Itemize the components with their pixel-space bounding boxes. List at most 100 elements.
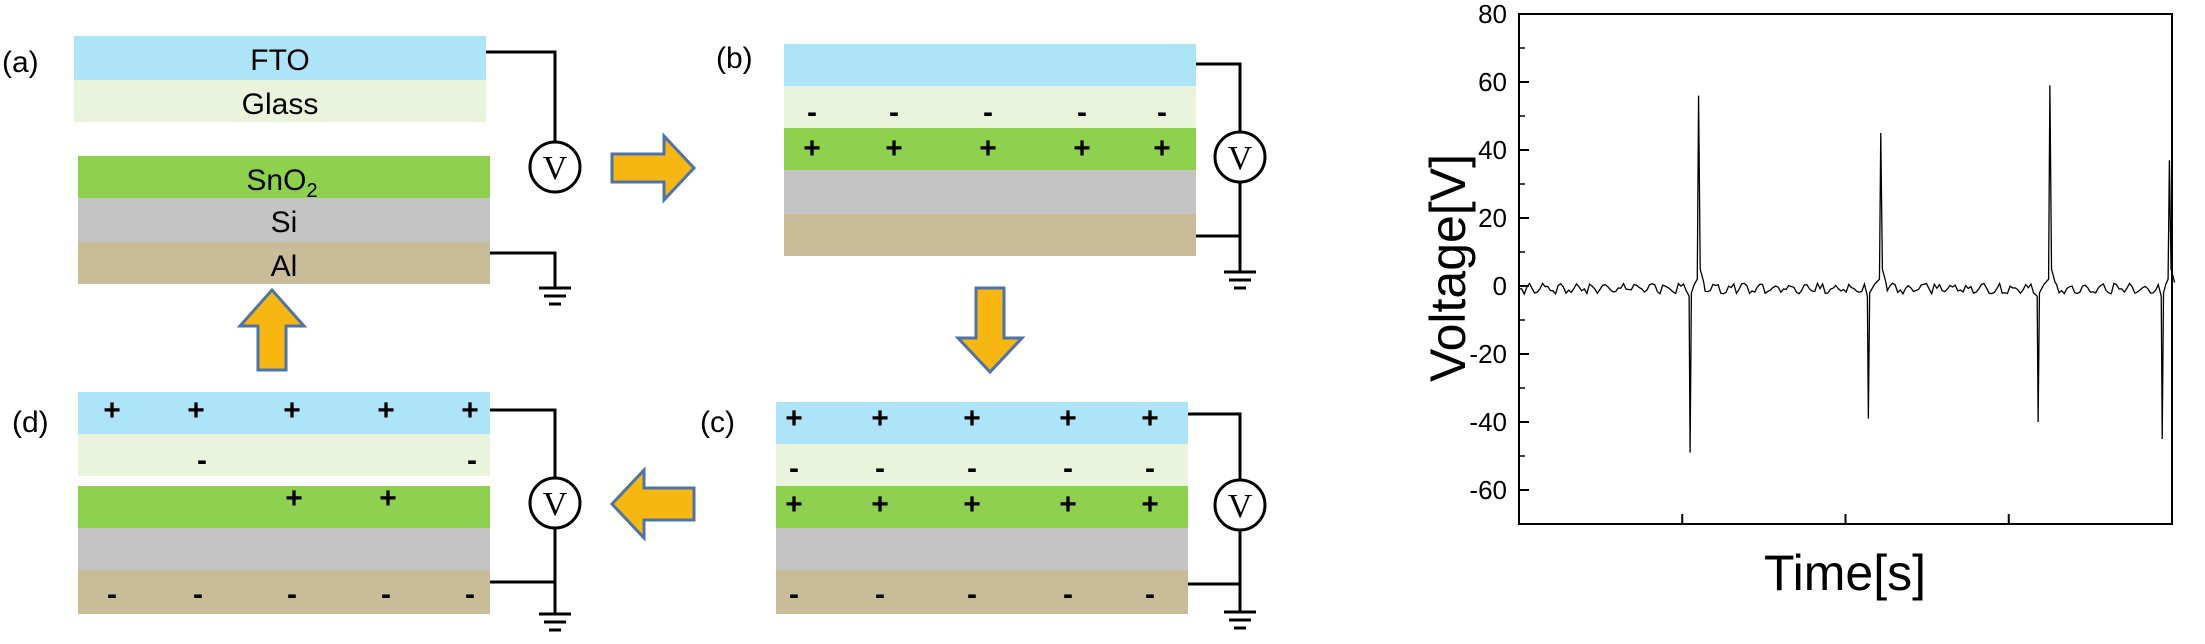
panel-d-sno2-charge: + xyxy=(285,482,303,515)
panel-d-label: (d) xyxy=(12,406,49,439)
x-axis-ticks xyxy=(1681,514,2010,524)
y-tick-label: 0 xyxy=(1493,271,1507,301)
y-tick-label: 40 xyxy=(1478,135,1507,165)
panel-d-fto-layer xyxy=(78,392,490,434)
panel-b-ground-icon xyxy=(1222,270,1258,290)
panel-b-glass-charge: - xyxy=(1157,96,1167,129)
panel-a-al-layer xyxy=(78,242,490,284)
panel-d-sno2-layer xyxy=(78,486,490,528)
panel-d: (d) + + + + + - - + + - - - - - V xyxy=(12,392,582,632)
panel-c-glass-charge: - xyxy=(875,452,885,485)
panel-a-sno2-sub: 2 xyxy=(306,180,317,202)
panel-d-voltmeter-label: V xyxy=(543,486,568,523)
panel-c-al-charge: - xyxy=(1145,578,1155,611)
panel-c-fto-charge: + xyxy=(1059,402,1077,435)
panel-d-al-charge: - xyxy=(107,578,117,611)
panel-b-voltmeter-icon xyxy=(1213,130,1267,184)
panel-a-al-label: Al xyxy=(271,250,298,283)
panel-b-glass-charge: - xyxy=(983,96,993,129)
panel-c-sno2-layer xyxy=(776,486,1188,528)
panel-c-glass-charge: - xyxy=(967,452,977,485)
panel-d-al-charge: - xyxy=(193,578,203,611)
arrow-left-icon xyxy=(609,466,696,542)
panel-d-fto-charge: + xyxy=(187,394,205,427)
panel-b-sno2-charge: + xyxy=(1153,132,1171,165)
panel-c-si-layer xyxy=(776,528,1188,570)
arrow-right-icon xyxy=(610,132,697,204)
panel-d-si-layer xyxy=(78,528,490,570)
panel-a-voltmeter-label: V xyxy=(543,150,568,187)
panel-c-al-charge: - xyxy=(875,578,885,611)
tribo-diagram: (a) FTO Glass SnO2 Si Al V (b) - - - - - xyxy=(2,36,1267,632)
panel-a-label: (a) xyxy=(2,46,39,79)
panel-a: (a) FTO Glass SnO2 Si Al V xyxy=(2,36,582,306)
panel-c-wire-lower xyxy=(1188,582,1242,612)
panel-d-al-charge: - xyxy=(381,578,391,611)
y-axis-ticks: -60 -40 -20 0 20 40 60 80 xyxy=(1469,0,1529,505)
panel-b-al-layer xyxy=(784,214,1196,256)
panel-c-glass-charge: - xyxy=(1145,452,1155,485)
panel-d-voltmeter-icon xyxy=(528,476,582,530)
panel-a-wire-lower xyxy=(490,251,557,288)
panel-a-fto-label: FTO xyxy=(250,44,309,77)
panel-d-ground-icon xyxy=(537,612,573,632)
panel-b-glass-charge: - xyxy=(889,96,899,129)
panel-b-voltmeter-label: V xyxy=(1228,140,1253,177)
panel-c-sno2-charge: + xyxy=(1059,488,1077,521)
panel-a-ground-icon xyxy=(537,286,573,306)
panel-d-fto-charge: + xyxy=(283,394,301,427)
panel-c-glass-layer xyxy=(776,444,1188,486)
y-tick-label: 80 xyxy=(1478,0,1507,29)
panel-a-fto-layer xyxy=(74,36,486,80)
panel-c-sno2-charge: + xyxy=(1141,488,1159,521)
panel-b-sno2-layer xyxy=(784,128,1196,170)
panel-d-fto-charge: + xyxy=(461,394,479,427)
panel-c-label: (c) xyxy=(700,406,735,439)
panel-d-al-charge: - xyxy=(287,578,297,611)
voltage-trace xyxy=(1518,85,2176,453)
panel-c-fto-charge: + xyxy=(1141,402,1159,435)
panel-c-fto-charge: + xyxy=(785,402,803,435)
panel-c: (c) + + + + + - - - - - + + + + + - - - … xyxy=(700,402,1267,630)
panel-d-fto-charge: + xyxy=(103,394,121,427)
panel-b-si-layer xyxy=(784,170,1196,214)
panel-c-sno2-charge: + xyxy=(785,488,803,521)
plot-area-border xyxy=(1518,13,2173,525)
panel-a-voltmeter-icon xyxy=(528,140,582,194)
panel-d-wire xyxy=(490,408,557,478)
panel-b-glass-charge: - xyxy=(807,96,817,129)
y-tick-label: -40 xyxy=(1469,407,1507,437)
panel-a-sno2-main: SnO xyxy=(246,164,306,197)
panel-c-voltmeter-icon xyxy=(1213,478,1267,532)
panel-c-fto-charge: + xyxy=(871,402,889,435)
panel-b-label: (b) xyxy=(716,42,753,75)
panel-d-wire-lower xyxy=(490,580,557,614)
arrow-up-icon xyxy=(236,287,308,372)
panel-c-al-charge: - xyxy=(1063,578,1073,611)
y-tick-label: 20 xyxy=(1478,203,1507,233)
panel-b-sno2-charge: + xyxy=(803,132,821,165)
panel-d-glass-charge: - xyxy=(467,444,477,477)
panel-b: (b) - - - - - + + + + + V xyxy=(716,42,1267,290)
y-tick-label: -60 xyxy=(1469,475,1507,505)
panel-c-al-charge: - xyxy=(967,578,977,611)
panel-d-sno2-charge: + xyxy=(379,482,397,515)
panel-c-voltmeter-label: V xyxy=(1228,488,1253,525)
y-tick-label: 60 xyxy=(1478,67,1507,97)
panel-a-si-layer xyxy=(78,198,490,242)
panel-d-glass-layer xyxy=(78,434,490,476)
panel-b-wire-lower xyxy=(1196,234,1242,272)
panel-b-wire xyxy=(1196,62,1242,132)
panel-d-glass-charge: - xyxy=(197,444,207,477)
y-axis-label: Voltage[V] xyxy=(1420,154,1476,382)
panel-c-glass-charge: - xyxy=(1063,452,1073,485)
panel-a-si-label: Si xyxy=(271,206,298,239)
panel-b-sno2-charge: + xyxy=(885,132,903,165)
panel-c-glass-charge: - xyxy=(789,452,799,485)
panel-b-glass-layer xyxy=(784,86,1196,128)
panel-c-fto-charge: + xyxy=(963,402,981,435)
y-tick-label: -20 xyxy=(1469,339,1507,369)
panel-b-fto-layer xyxy=(784,44,1196,86)
panel-c-fto-layer xyxy=(776,402,1188,444)
panel-c-al-layer xyxy=(776,570,1188,614)
